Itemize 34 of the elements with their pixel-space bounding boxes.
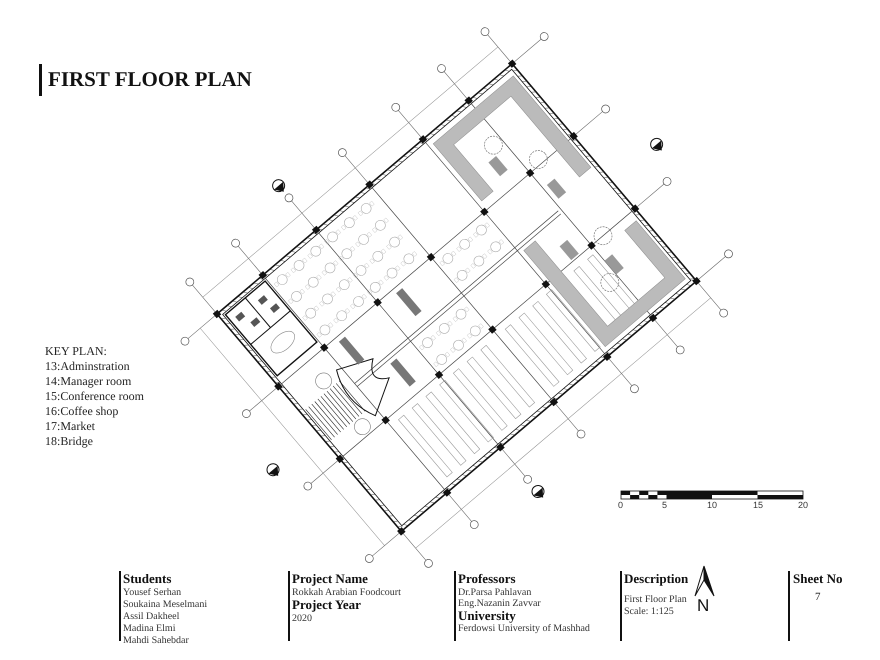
field-heading: University <box>458 609 516 624</box>
field-heading: Students <box>123 572 172 586</box>
student-name: Soukaina Meselmani <box>123 599 208 610</box>
student-name: Mahdi Sahebdar <box>123 635 189 646</box>
description-text: First Floor Plan <box>624 594 687 605</box>
scale-number: 15 <box>753 501 764 511</box>
student-name: Madina Elmi <box>123 623 176 634</box>
plan-title: FIRST FLOOR PLAN <box>48 68 252 92</box>
key-plan-entry: 16:Coffee shop <box>45 405 118 418</box>
scale-text: Scale: 1:125 <box>624 606 674 617</box>
student-name: Assil Dakheel <box>123 611 180 622</box>
sheet-number: 7 <box>815 591 820 604</box>
scale-number: 0 <box>618 501 624 511</box>
project-name: Rokkah Arabian Foodcourt <box>292 587 401 598</box>
field-heading: Description <box>624 572 688 586</box>
scale-number: 20 <box>798 501 808 511</box>
professor-name: Dr.Parsa Pahlavan <box>458 587 532 598</box>
professor-name: Eng.Nazanin Zavvar <box>458 598 541 609</box>
field-heading: Project Year <box>292 598 361 612</box>
field-heading: Sheet No <box>793 572 842 586</box>
scale-number: 10 <box>707 501 718 511</box>
key-plan-entry: 13:Adminstration <box>45 360 130 374</box>
project-year: 2020 <box>292 613 312 624</box>
key-plan-entry: 18:Bridge <box>45 435 93 448</box>
scale-number: 5 <box>662 501 668 511</box>
north-label: N <box>697 597 710 616</box>
key-plan-entry: 15:Conference room <box>45 390 144 404</box>
field-heading: Project Name <box>292 572 368 586</box>
student-name: Yousef Serhan <box>123 587 182 598</box>
key-plan-heading: KEY PLAN: <box>45 345 107 358</box>
key-plan-entry: 17:Market <box>45 420 95 434</box>
university-name: Ferdowsi University of Mashhad <box>458 623 590 634</box>
field-heading: Professors <box>458 572 516 586</box>
key-plan-entry: 14:Manager room <box>45 375 132 388</box>
